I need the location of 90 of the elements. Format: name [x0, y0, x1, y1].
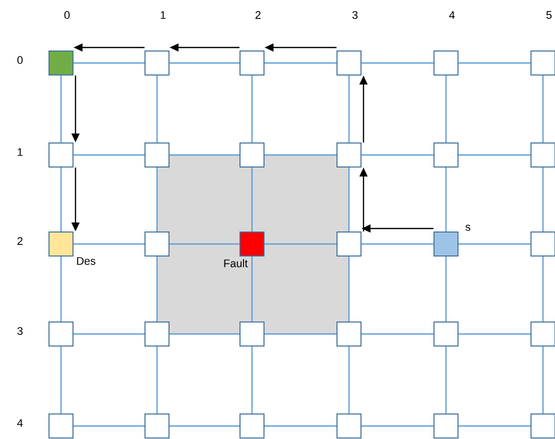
grid-line — [264, 154, 336, 156]
grid-line — [542, 168, 544, 232]
column-number: 2 — [256, 11, 260, 19]
column-number: 5 — [546, 11, 552, 19]
grid-line — [458, 154, 530, 156]
grid-line — [251, 168, 253, 232]
grid-line — [251, 346, 253, 414]
grid-line — [74, 425, 144, 427]
grid-line — [251, 76, 253, 142]
grid-line — [60, 346, 62, 414]
grid-line — [74, 62, 144, 64]
grid-node — [434, 322, 458, 346]
grid-line — [156, 256, 158, 322]
column-number: 3 — [352, 11, 358, 19]
grid-node — [144, 322, 170, 346]
grid-line — [458, 243, 530, 245]
grid-line — [348, 76, 350, 142]
column-number: 1 — [160, 11, 166, 19]
row-number: 1 — [18, 148, 23, 156]
node-label: s — [466, 224, 470, 231]
node-label: Fault — [224, 259, 248, 268]
grid-node — [530, 322, 555, 346]
grid-line — [458, 425, 530, 427]
grid-line — [542, 346, 544, 414]
grid-line — [74, 243, 144, 245]
grid-line — [156, 168, 158, 232]
grid-node — [48, 413, 74, 438]
grid-node — [336, 231, 362, 256]
grid-line — [170, 62, 240, 64]
grid-line — [264, 333, 336, 335]
grid-line — [458, 62, 530, 64]
grid-node — [240, 142, 264, 168]
grid-node — [434, 50, 458, 76]
grid-node — [336, 50, 362, 76]
grid-line — [445, 346, 447, 414]
grid-node — [336, 413, 362, 438]
grid-line — [60, 168, 62, 232]
grid-line — [445, 256, 447, 322]
grid-node — [530, 231, 555, 256]
grid-line — [74, 154, 144, 156]
grid-line — [264, 243, 336, 245]
grid-line — [362, 243, 434, 245]
grid-line — [170, 154, 240, 156]
grid-node — [48, 142, 74, 168]
grid-line — [264, 62, 336, 64]
grid-line — [362, 62, 434, 64]
grid-line — [251, 256, 253, 322]
grid-node — [48, 50, 74, 76]
grid-line — [445, 76, 447, 142]
grid-line — [362, 154, 434, 156]
grid-node — [434, 142, 458, 168]
node-label: Des — [77, 257, 96, 265]
grid-node — [240, 413, 264, 438]
grid-line — [542, 76, 544, 142]
grid-node — [240, 322, 264, 346]
grid-node — [530, 413, 555, 438]
grid-line — [362, 425, 434, 427]
grid-line — [170, 333, 240, 335]
grid-node — [336, 322, 362, 346]
grid-line — [170, 425, 240, 427]
grid-node — [144, 50, 170, 76]
grid-line — [170, 243, 240, 245]
grid-line — [542, 256, 544, 322]
grid-line — [362, 333, 434, 335]
grid-line — [458, 333, 530, 335]
grid-node — [144, 413, 170, 438]
grid-node — [530, 142, 555, 168]
grid-node — [336, 142, 362, 168]
column-number: 4 — [449, 11, 455, 19]
grid-line — [74, 333, 144, 335]
row-number: 3 — [17, 327, 23, 335]
row-number: 0 — [17, 56, 23, 64]
row-number: 2 — [18, 237, 23, 245]
grid-line — [156, 346, 158, 414]
grid-line — [156, 76, 158, 142]
grid-line — [348, 256, 350, 322]
grid-line — [60, 76, 62, 142]
grid-line — [348, 168, 350, 232]
grid-line — [264, 425, 336, 427]
grid-node — [530, 50, 555, 76]
grid-node — [144, 142, 170, 168]
grid-line — [445, 168, 447, 232]
grid-line — [348, 346, 350, 414]
grid-node — [240, 50, 264, 76]
grid-node — [434, 413, 458, 438]
column-number: 0 — [64, 11, 70, 19]
grid-line — [60, 256, 62, 322]
grid-node — [144, 231, 170, 256]
row-number: 4 — [17, 419, 23, 427]
grid-node — [48, 322, 74, 346]
